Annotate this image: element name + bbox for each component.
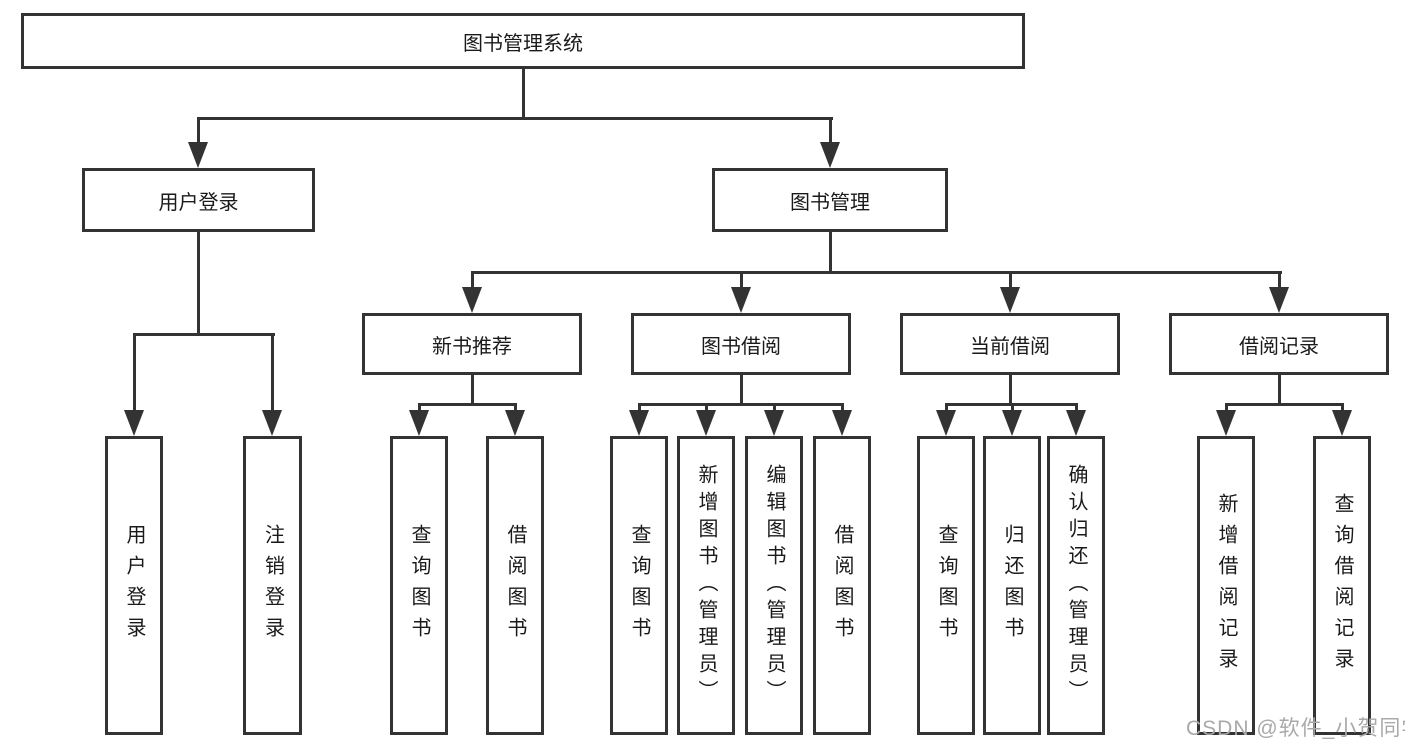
arrow-down-icon <box>124 410 144 436</box>
leaf-label: 借阅图书 <box>831 523 853 648</box>
connector-line <box>1011 403 1014 413</box>
connector-line <box>514 403 517 413</box>
arrow-down-icon <box>1002 410 1022 436</box>
arrow-down-icon <box>1332 410 1352 436</box>
node-label: 图书借阅 <box>701 335 781 358</box>
node-book-management: 图书管理 <box>712 168 948 232</box>
connector-line <box>522 69 525 119</box>
node-current-borrowing: 当前借阅 <box>900 313 1120 375</box>
connector-line <box>705 403 708 413</box>
connector-line <box>638 403 844 406</box>
connector-line <box>740 271 743 291</box>
leaf-query-books-current: 查询图书 <box>917 436 975 735</box>
node-book-borrowing: 图书借阅 <box>631 313 851 375</box>
node-new-book-recommend: 新书推荐 <box>362 313 582 375</box>
connector-line <box>418 403 421 413</box>
connector-line <box>1009 271 1012 291</box>
node-label: 新书推荐 <box>432 335 512 358</box>
leaf-borrow-books-recommend: 借阅图书 <box>486 436 544 735</box>
leaf-add-books-admin: 新增图书（管理员） <box>677 436 735 735</box>
node-label: 用户登录 <box>158 191 239 214</box>
connector-line <box>197 232 200 335</box>
leaf-edit-books-admin: 编辑图书（管理员） <box>745 436 803 735</box>
connector-line <box>829 117 832 145</box>
connector-line <box>1278 375 1281 405</box>
connector-line <box>471 271 474 291</box>
connector-line <box>197 117 833 120</box>
leaf-label: 注销登录 <box>261 523 284 648</box>
leaf-label: 归还图书 <box>1001 523 1023 648</box>
leaf-label: 借阅图书 <box>504 523 526 648</box>
arrow-down-icon <box>462 287 482 313</box>
leaf-label: 查询图书 <box>408 523 430 648</box>
connector-line <box>133 333 136 413</box>
node-user-login: 用户登录 <box>82 168 315 232</box>
node-library-management-system: 图书管理系统 <box>21 13 1025 69</box>
connector-line <box>471 375 474 405</box>
leaf-query-books-recommend: 查询图书 <box>390 436 448 735</box>
leaf-return-books: 归还图书 <box>983 436 1041 735</box>
connector-line <box>1009 375 1012 405</box>
arrow-down-icon <box>409 410 429 436</box>
connector-line <box>638 403 641 413</box>
leaf-label: 确认归还（管理员） <box>1065 464 1087 707</box>
arrow-down-icon <box>262 410 282 436</box>
arrow-down-icon <box>832 410 852 436</box>
leaf-user-login: 用户登录 <box>105 436 163 735</box>
arrow-down-icon <box>1216 410 1236 436</box>
connector-line <box>271 333 274 413</box>
connector-line <box>1341 403 1344 413</box>
leaf-query-borrow-record: 查询借阅记录 <box>1313 436 1371 735</box>
connector-line <box>740 375 743 405</box>
leaf-add-borrow-record: 新增借阅记录 <box>1197 436 1255 735</box>
leaf-borrow-books-borrowing: 借阅图书 <box>813 436 871 735</box>
node-label: 图书管理系统 <box>463 32 583 55</box>
leaf-label: 用户登录 <box>123 523 145 648</box>
arrow-down-icon <box>764 410 784 436</box>
connector-line <box>471 271 1282 274</box>
arrow-down-icon <box>505 410 525 436</box>
leaf-logout-login: 注销登录 <box>243 436 302 735</box>
arrow-down-icon <box>696 410 716 436</box>
leaf-label: 查询图书 <box>628 523 650 648</box>
connector-line <box>197 117 200 145</box>
connector-line <box>133 333 275 336</box>
connector-line <box>1278 271 1281 291</box>
connector-line <box>1075 403 1078 413</box>
leaf-label: 查询借阅记录 <box>1331 492 1353 679</box>
leaf-confirm-return-admin: 确认归还（管理员） <box>1047 436 1105 735</box>
connector-line <box>1225 403 1228 413</box>
watermark: CSDN @软件_小贺同学 <box>1186 717 1405 740</box>
arrow-down-icon <box>1000 287 1020 313</box>
connector-line <box>841 403 844 413</box>
leaf-label: 编辑图书（管理员） <box>763 464 785 707</box>
arrow-down-icon <box>731 287 751 313</box>
node-label: 借阅记录 <box>1239 335 1319 358</box>
arrow-down-icon <box>936 410 956 436</box>
connector-line <box>1225 403 1344 406</box>
node-borrowing-records: 借阅记录 <box>1169 313 1389 375</box>
connector-line <box>418 403 517 406</box>
arrow-down-icon <box>820 142 840 168</box>
arrow-down-icon <box>629 410 649 436</box>
leaf-label: 新增图书（管理员） <box>695 464 717 707</box>
connector-line <box>773 403 776 413</box>
node-label: 当前借阅 <box>970 335 1050 358</box>
arrow-down-icon <box>188 142 208 168</box>
leaf-label: 查询图书 <box>935 523 957 648</box>
arrow-down-icon <box>1066 410 1086 436</box>
node-label: 图书管理 <box>790 191 870 214</box>
connector-line <box>829 232 832 274</box>
arrow-down-icon <box>1269 287 1289 313</box>
connector-line <box>945 403 948 413</box>
leaf-query-books-borrowing: 查询图书 <box>610 436 668 735</box>
leaf-label: 新增借阅记录 <box>1215 492 1237 679</box>
